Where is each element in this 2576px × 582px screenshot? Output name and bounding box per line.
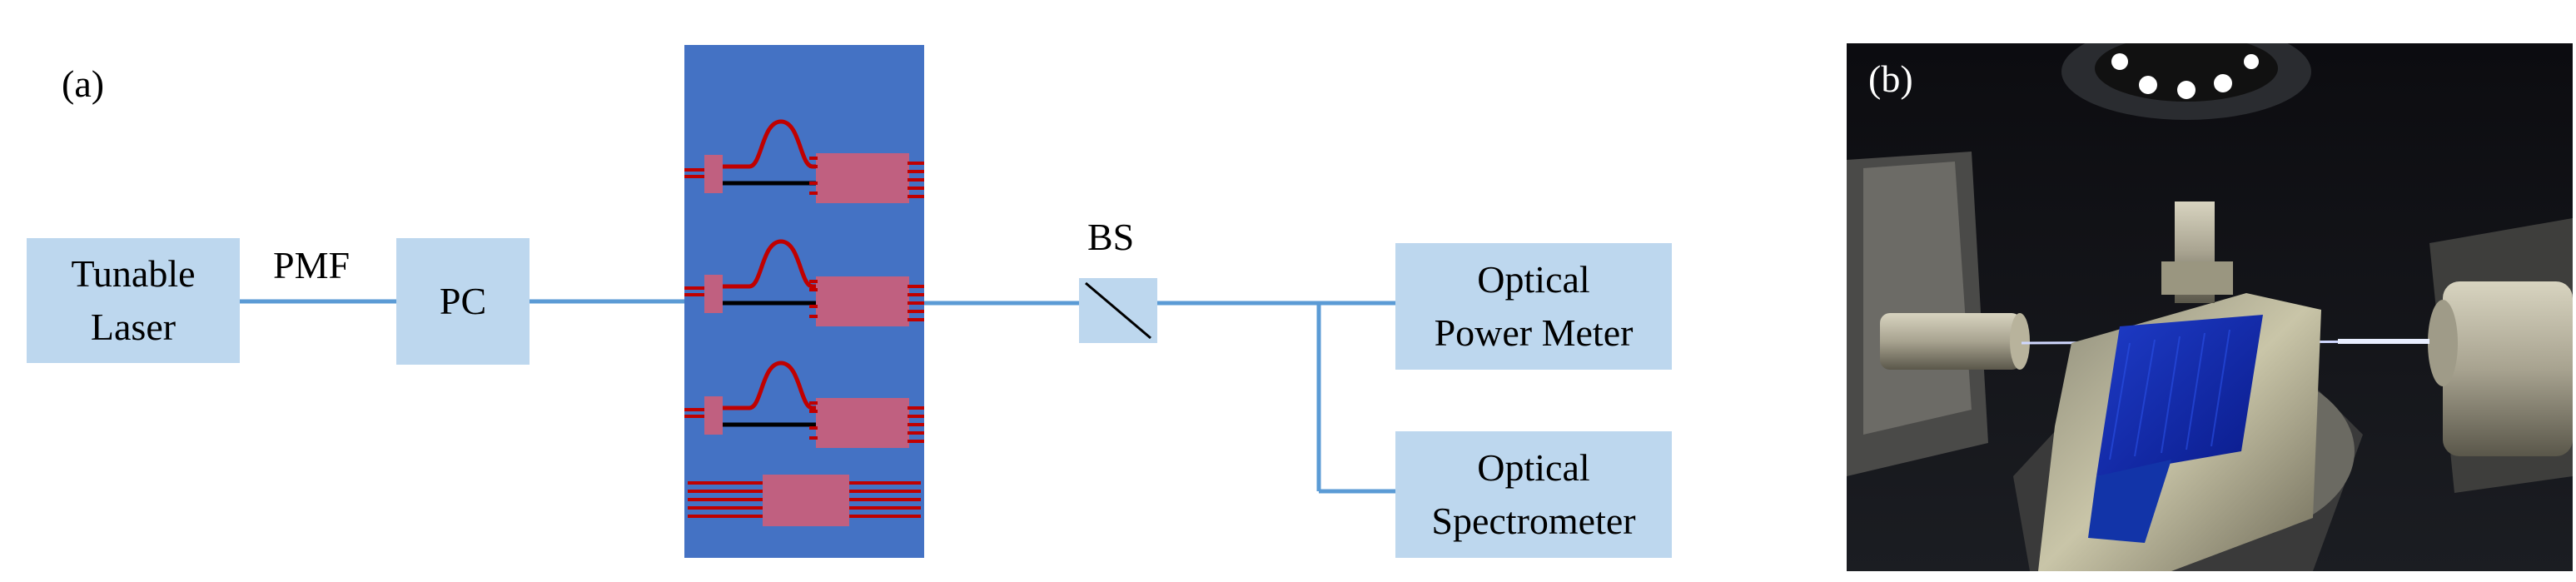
- tunable-laser-box: Tunable Laser: [27, 238, 240, 363]
- tunable-laser-line1: Tunable: [71, 251, 196, 295]
- setup-photo: [1847, 43, 2573, 571]
- pc-box: PC: [396, 238, 530, 365]
- panel-b-label: (b): [1868, 57, 1913, 100]
- spectrometer-line1: Optical: [1477, 445, 1590, 489]
- bs-label: BS: [1087, 216, 1135, 258]
- power-meter-line1: Optical: [1477, 257, 1590, 301]
- mzi-device-3: [684, 361, 924, 448]
- panel-a-label: (a): [62, 62, 105, 105]
- tunable-laser-line2: Laser: [90, 306, 177, 348]
- beam-splitter-mirror: [1085, 281, 1151, 340]
- waveguide-bundle: [688, 475, 921, 526]
- pc-label: PC: [439, 279, 487, 322]
- pmf-label: PMF: [273, 244, 351, 286]
- spectrometer-line2: Spectrometer: [1431, 500, 1636, 542]
- mzi-device-2: [684, 239, 924, 326]
- spectrometer-box: Optical Spectrometer: [1395, 431, 1672, 558]
- mzi-device-1: [684, 119, 924, 203]
- power-meter-line2: Power Meter: [1434, 311, 1634, 354]
- power-meter-box: Optical Power Meter: [1395, 243, 1672, 370]
